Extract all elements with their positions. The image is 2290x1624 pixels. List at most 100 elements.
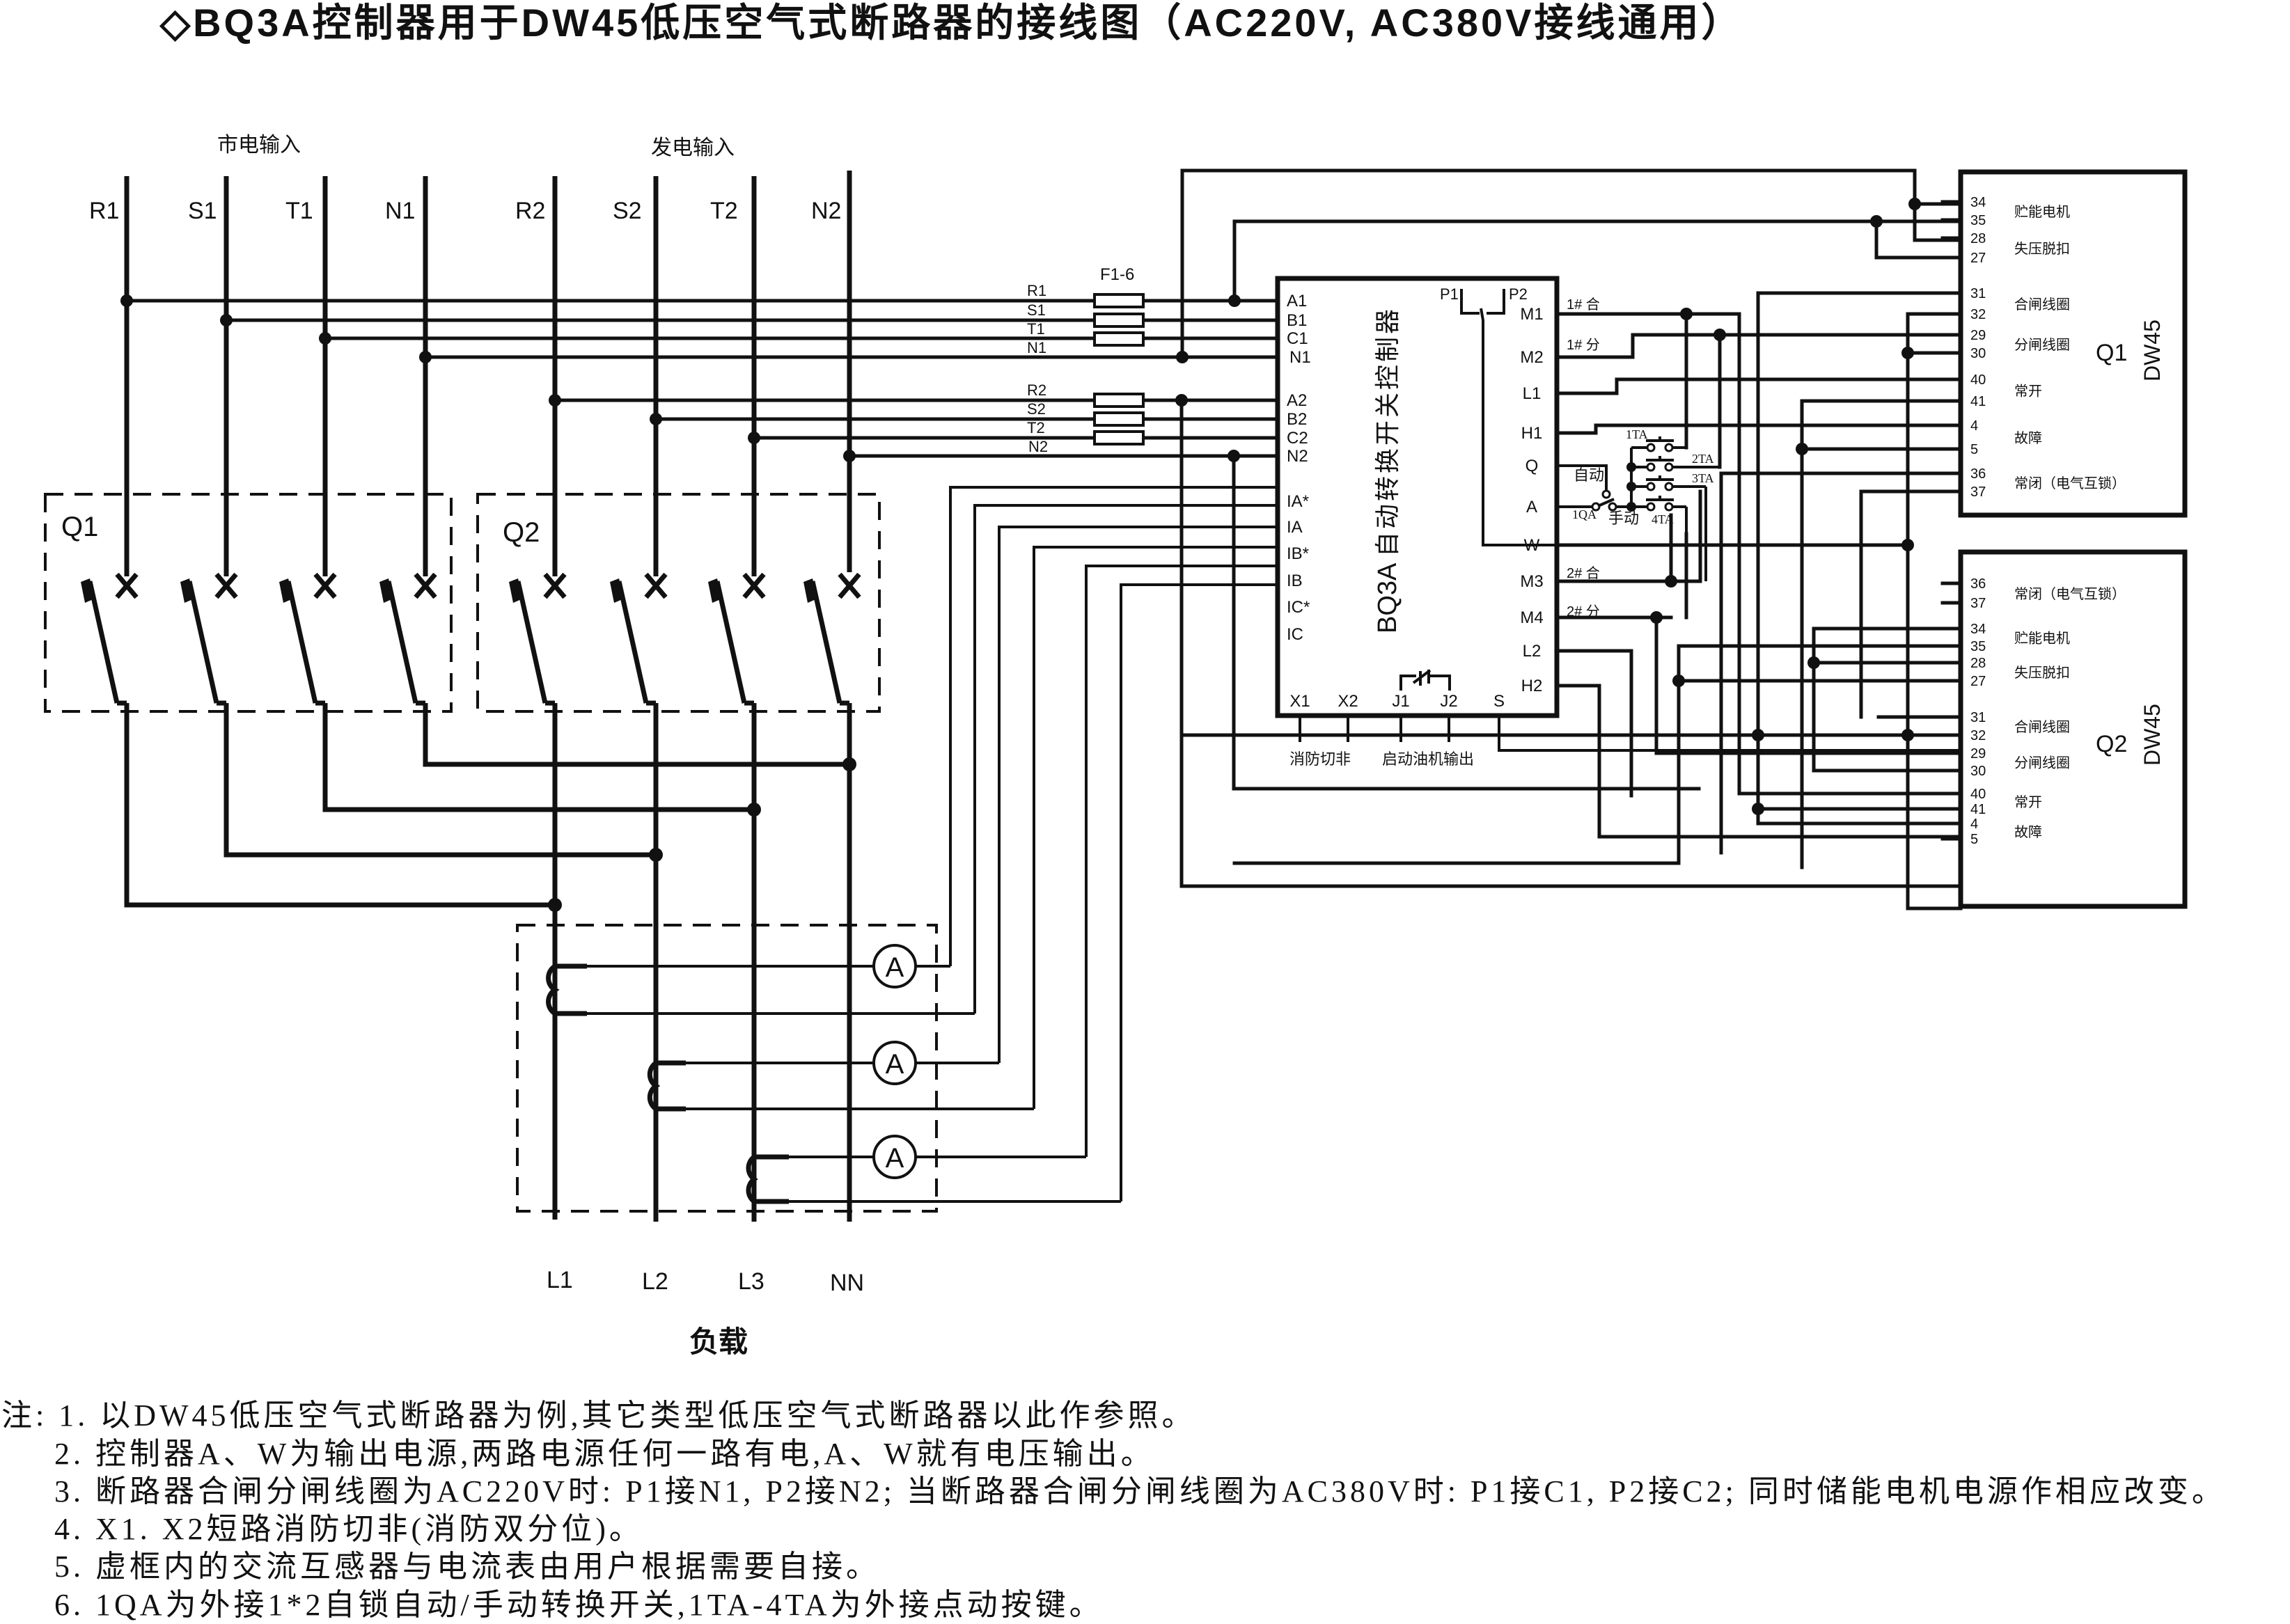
breaker-q1-label: Q1 <box>61 512 98 542</box>
wire-tag-m2: 1# 分 <box>1567 337 1600 353</box>
terminal-desc: 故障 <box>2014 430 2042 446</box>
wire-tag-n1: N1 <box>1027 339 1046 356</box>
wire-tag-s2: S2 <box>1027 400 1046 418</box>
controller-terminal-ic-star: IC* <box>1287 598 1310 617</box>
ammeters: A A A <box>872 944 917 1179</box>
controller-terminal-b1: B1 <box>1287 311 1307 330</box>
breaker-pole-1 <box>81 572 139 713</box>
controller-terminal-c1: C1 <box>1287 329 1308 348</box>
load-label-l1: L1 <box>547 1267 573 1293</box>
terminal-28: 28 <box>1970 231 1986 246</box>
controller-terminal-h1: H1 <box>1521 424 1543 443</box>
dw45-q1-label: Q1 <box>2096 340 2127 366</box>
controller-terminal-ib-star: IB* <box>1287 544 1309 563</box>
terminal-37: 37 <box>1970 596 1986 611</box>
wire-tag-r1: R1 <box>1027 282 1046 299</box>
controller-terminal-j1: J1 <box>1392 692 1409 711</box>
terminal-group-36-37: 36 37 常闭（电气互锁） <box>1940 466 2126 500</box>
terminal-35: 35 <box>1970 639 1986 654</box>
qa-label: 1QA <box>1572 507 1597 521</box>
terminal-36: 36 <box>1970 466 1986 482</box>
manual-label: 手动 <box>1608 510 1639 527</box>
button-label-3ta: 3TA <box>1692 471 1714 485</box>
terminal-desc: 失压脱扣 <box>2014 665 2070 681</box>
dw45-q1-box <box>1958 169 2188 518</box>
terminal-group-36-37: 36 37 常闭（电气互锁） <box>1940 576 2126 611</box>
controller-model: BQ3A <box>1373 562 1402 633</box>
breaker-q2-label: Q2 <box>503 517 540 548</box>
load-label-nn: NN <box>830 1270 864 1296</box>
terminal-41: 41 <box>1970 802 1986 817</box>
ammeter-2-symbol: A <box>886 1049 904 1080</box>
terminal-desc: 常开 <box>2014 384 2042 400</box>
terminal-37: 37 <box>1970 484 1986 500</box>
fuses <box>1093 293 1145 446</box>
wire-tag-n2: N2 <box>1028 438 1048 455</box>
terminal-desc: 贮能电机 <box>2014 631 2070 647</box>
terminal-desc: 常闭（电气互锁） <box>2014 475 2126 491</box>
dw45-q2-terminals: 3637常闭（电气互锁）3435贮能电机2827失压脱扣3132合闸线圈2930… <box>1940 576 2126 847</box>
terminal-36: 36 <box>1970 576 1986 592</box>
controller-box <box>1275 276 1560 718</box>
terminal-desc: 常闭（电气互锁） <box>2014 586 2126 602</box>
ct-coil-l2 <box>647 1060 686 1112</box>
line-label-s1: S1 <box>188 198 217 224</box>
terminal-32: 32 <box>1970 728 1986 743</box>
terminal-40: 40 <box>1970 372 1986 388</box>
terminal-desc: 合闸线圈 <box>2014 719 2070 735</box>
terminal-5: 5 <box>1970 442 1978 457</box>
wire-tag-r2: R2 <box>1027 381 1046 399</box>
controller-terminal-ia-star: IA* <box>1287 492 1309 511</box>
controller-name: 自动转换开关控制器 <box>1373 306 1402 557</box>
controller-terminal-q: Q <box>1526 457 1539 475</box>
controller-terminal-ib: IB <box>1287 571 1303 590</box>
terminal-31: 31 <box>1970 710 1986 725</box>
wire-tag-t2: T2 <box>1027 419 1045 436</box>
dw45-q2-box <box>1958 549 2188 909</box>
line-label-r2: R2 <box>515 198 545 224</box>
dw45-q1-terminals: 3435贮能电机2827失压脱扣3132合闸线圈2930分闸线圈4041常开45… <box>1940 195 2126 500</box>
controller-terminal-m4: M4 <box>1520 608 1543 627</box>
controller-terminal-j2: J2 <box>1440 692 1457 711</box>
terminal-desc: 分闸线圈 <box>2014 337 2070 353</box>
controller-terminal-b2: B2 <box>1287 410 1307 429</box>
breaker-pole-6 <box>610 572 668 713</box>
controller-terminal-l1: L1 <box>1523 384 1542 403</box>
controller-terminal-n1: N1 <box>1289 348 1311 367</box>
controller-terminal-c2: C2 <box>1287 429 1308 448</box>
breaker-pole-2 <box>180 572 238 713</box>
line-label-n2: N2 <box>811 198 841 224</box>
breaker-contacts <box>81 572 861 713</box>
terminal-5: 5 <box>1970 832 1978 847</box>
controller-terminal-x2: X2 <box>1338 692 1358 711</box>
terminal-30: 30 <box>1970 764 1986 779</box>
note-1: 注: 1. 以DW45低压空气式断路器为例,其它类型低压空气式断路器以此作参照。 <box>1 1398 1196 1433</box>
current-transformers <box>546 963 789 1204</box>
generator-start-contact <box>1399 669 1451 691</box>
ammeter-3-symbol: A <box>886 1143 904 1174</box>
line-label-s2: S2 <box>613 198 642 224</box>
wire-tag-m1: 1# 合 <box>1567 297 1600 313</box>
terminal-34: 34 <box>1970 195 1986 210</box>
p-to-w-wire <box>1480 308 1557 546</box>
wire-tag-m4: 2# 分 <box>1567 604 1600 620</box>
load-labels: L1 L2 L3 NN <box>547 1267 864 1296</box>
terminal-p1: P1 <box>1440 285 1459 303</box>
terminal-desc: 合闸线圈 <box>2014 297 2070 313</box>
terminal-28: 28 <box>1970 656 1986 671</box>
controller-terminal-ic: IC <box>1287 625 1303 644</box>
load-title: 负载 <box>689 1325 748 1358</box>
switch-and-buttons <box>1557 448 1636 512</box>
input-conductors <box>124 171 852 576</box>
dw45-q2-label: Q2 <box>2096 731 2127 757</box>
